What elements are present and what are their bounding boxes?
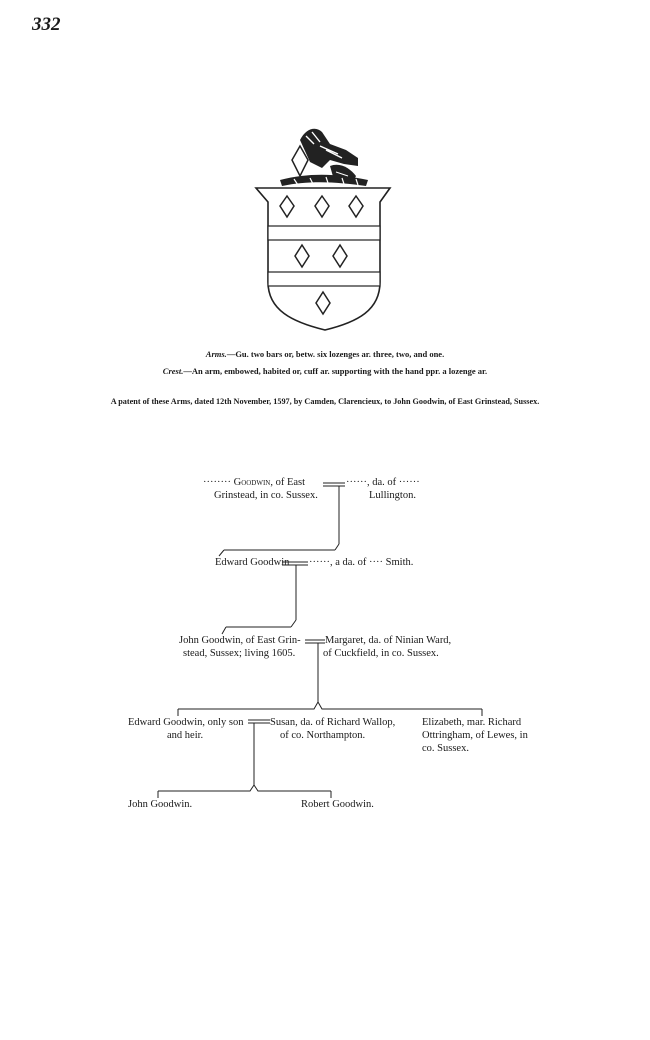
gen2-wife: ······, a da. of ···· Smith.	[309, 557, 414, 568]
gen5-child-john: John Goodwin.	[128, 799, 193, 810]
gen4-sister-line2: Ottringham, of Lewes, in	[422, 730, 528, 741]
gen4-husband-line2: and heir.	[167, 730, 204, 741]
crest-arm-icon	[280, 128, 368, 186]
gen3-wife-line2: of Cuckfield, in co. Sussex.	[323, 648, 439, 659]
shield-icon	[254, 187, 392, 331]
gen4-husband-line1: Edward Goodwin, only son	[128, 717, 244, 728]
gen4-wife-line2: of co. Northampton.	[280, 730, 366, 741]
gen1-husband-surname: Goodwin	[233, 477, 271, 488]
patent-caption: A patent of these Arms, dated 12th Novem…	[110, 397, 540, 406]
gen3-wife-line1: Margaret, da. of Ninian Ward,	[325, 635, 452, 646]
gen1-wife-line1: ······, da. of ······	[346, 477, 420, 488]
gen1-husband-place: , of East	[270, 477, 306, 488]
gen4-sister-line1: Elizabeth, mar. Richard	[422, 717, 522, 728]
crest-label: Crest.	[162, 366, 184, 376]
gen1-husband-line1: ········ Goodwin, of East	[203, 476, 305, 489]
gen3-husband-line1: John Goodwin, of East Grin-	[179, 635, 301, 646]
crest-caption: Crest.—An arm, embowed, habited or, cuff…	[0, 366, 650, 376]
gen3-husband-line2: stead, Sussex; living 1605.	[183, 648, 296, 659]
arms-caption: Arms.—Gu. two bars or, betw. six lozenge…	[0, 349, 650, 359]
arms-text: —Gu. two bars or, betw. six lozenges ar.…	[226, 349, 445, 359]
gen1-husband-dots: ········	[203, 477, 231, 488]
coat-of-arms	[254, 128, 392, 331]
gen1-wife-line2: Lullington.	[369, 490, 416, 501]
gen2-husband: Edward Goodwin	[215, 557, 290, 568]
gen1-husband-line2: Grinstead, in co. Sussex.	[214, 490, 318, 501]
arms-label: Arms.	[205, 349, 227, 359]
gen4-wife-line1: Susan, da. of Richard Wallop,	[270, 717, 396, 728]
gen5-child-robert: Robert Goodwin.	[301, 799, 374, 810]
page-number: 332	[32, 14, 61, 35]
gen4-sister-line3: co. Sussex.	[422, 743, 469, 754]
crest-text: —An arm, embowed, habited or, cuff ar. s…	[183, 366, 488, 376]
